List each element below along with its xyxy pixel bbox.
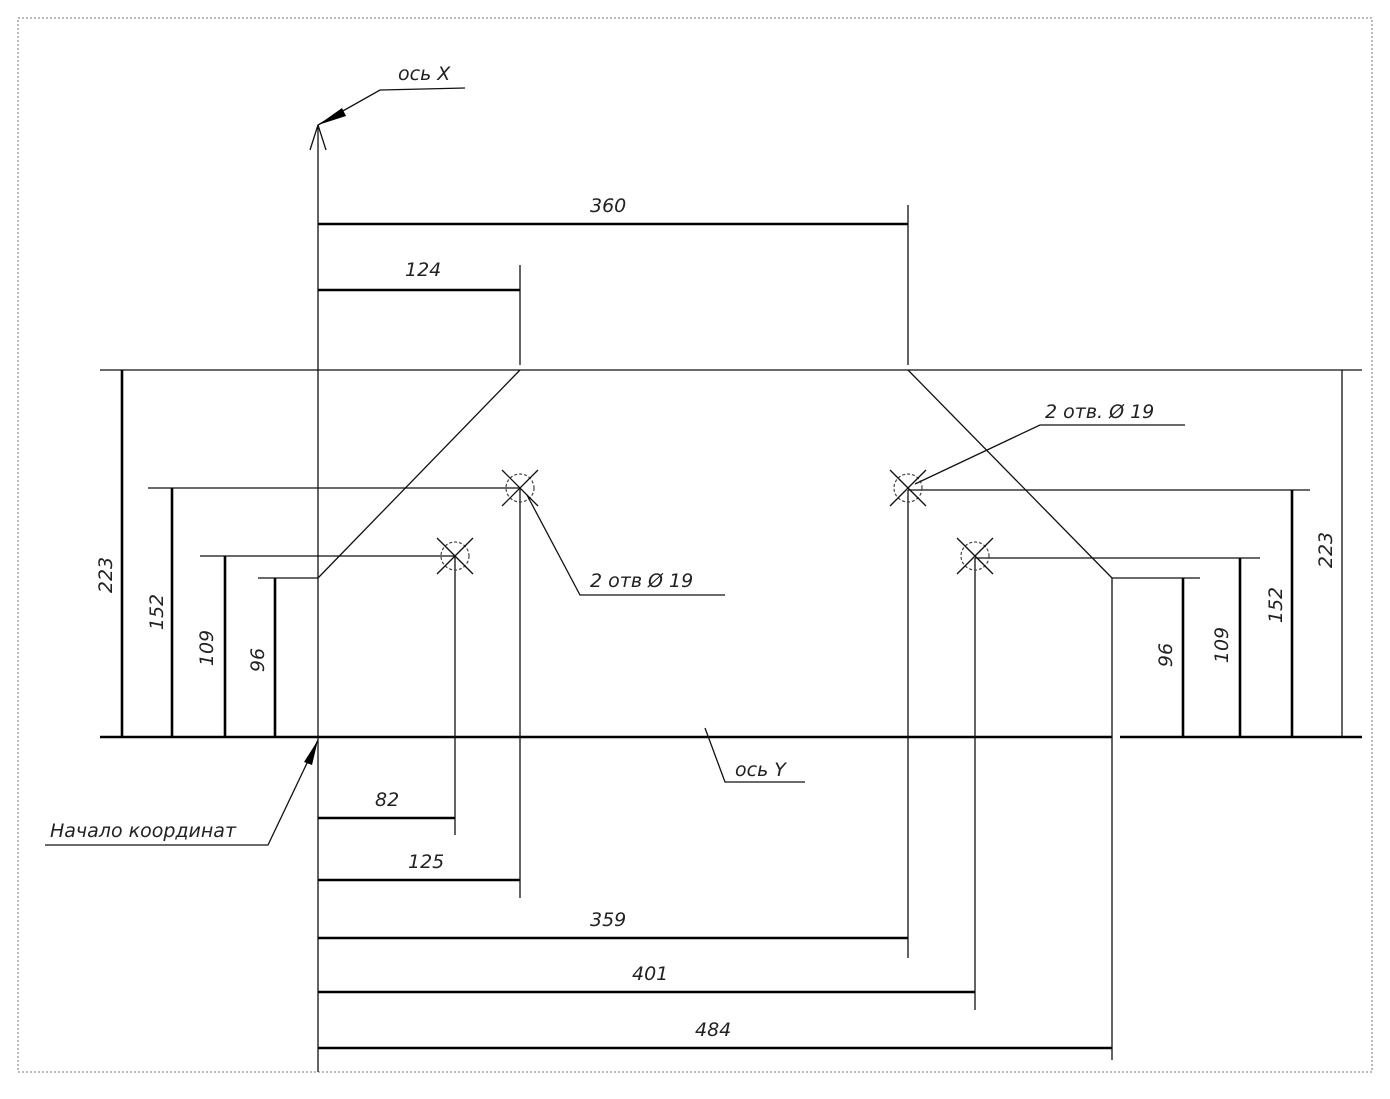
hole-callout-right: 2 отв. Ø 19 <box>1045 401 1154 423</box>
dim-359: 359 <box>590 909 626 931</box>
part-outline <box>100 125 1362 1072</box>
holes <box>436 469 994 575</box>
dim-left-96: 96 <box>247 648 269 672</box>
hole-icon <box>501 469 539 507</box>
origin-label: Начало координат <box>50 820 237 842</box>
dim-82: 82 <box>375 789 399 811</box>
dim-left-152: 152 <box>146 594 168 630</box>
dim-125: 125 <box>408 851 444 873</box>
dim-401: 401 <box>632 963 668 985</box>
dim-360: 360 <box>590 195 626 217</box>
arrow-icon <box>304 740 318 765</box>
hole-icon <box>436 537 474 575</box>
hole-icon <box>956 537 994 575</box>
x-axis-label: ось X <box>398 63 451 85</box>
dim-right-152: 152 <box>1265 587 1287 623</box>
y-axis-label: ось Y <box>735 759 787 781</box>
dimension-lines <box>120 222 1343 1050</box>
arrow-icon <box>318 108 346 125</box>
dim-right-223: 223 <box>1315 532 1337 568</box>
drawing-frame <box>17 17 1373 1073</box>
hole-icon <box>889 469 927 507</box>
leaders <box>45 87 1185 846</box>
dim-left-109: 109 <box>196 630 218 666</box>
hole-callout-left: 2 отв Ø 19 <box>590 570 693 592</box>
extension-lines <box>148 205 1310 1010</box>
dim-124: 124 <box>405 259 441 281</box>
dim-right-96: 96 <box>1155 643 1177 667</box>
dim-left-223: 223 <box>95 557 117 593</box>
dim-484: 484 <box>695 1019 731 1041</box>
dim-right-109: 109 <box>1211 627 1233 663</box>
